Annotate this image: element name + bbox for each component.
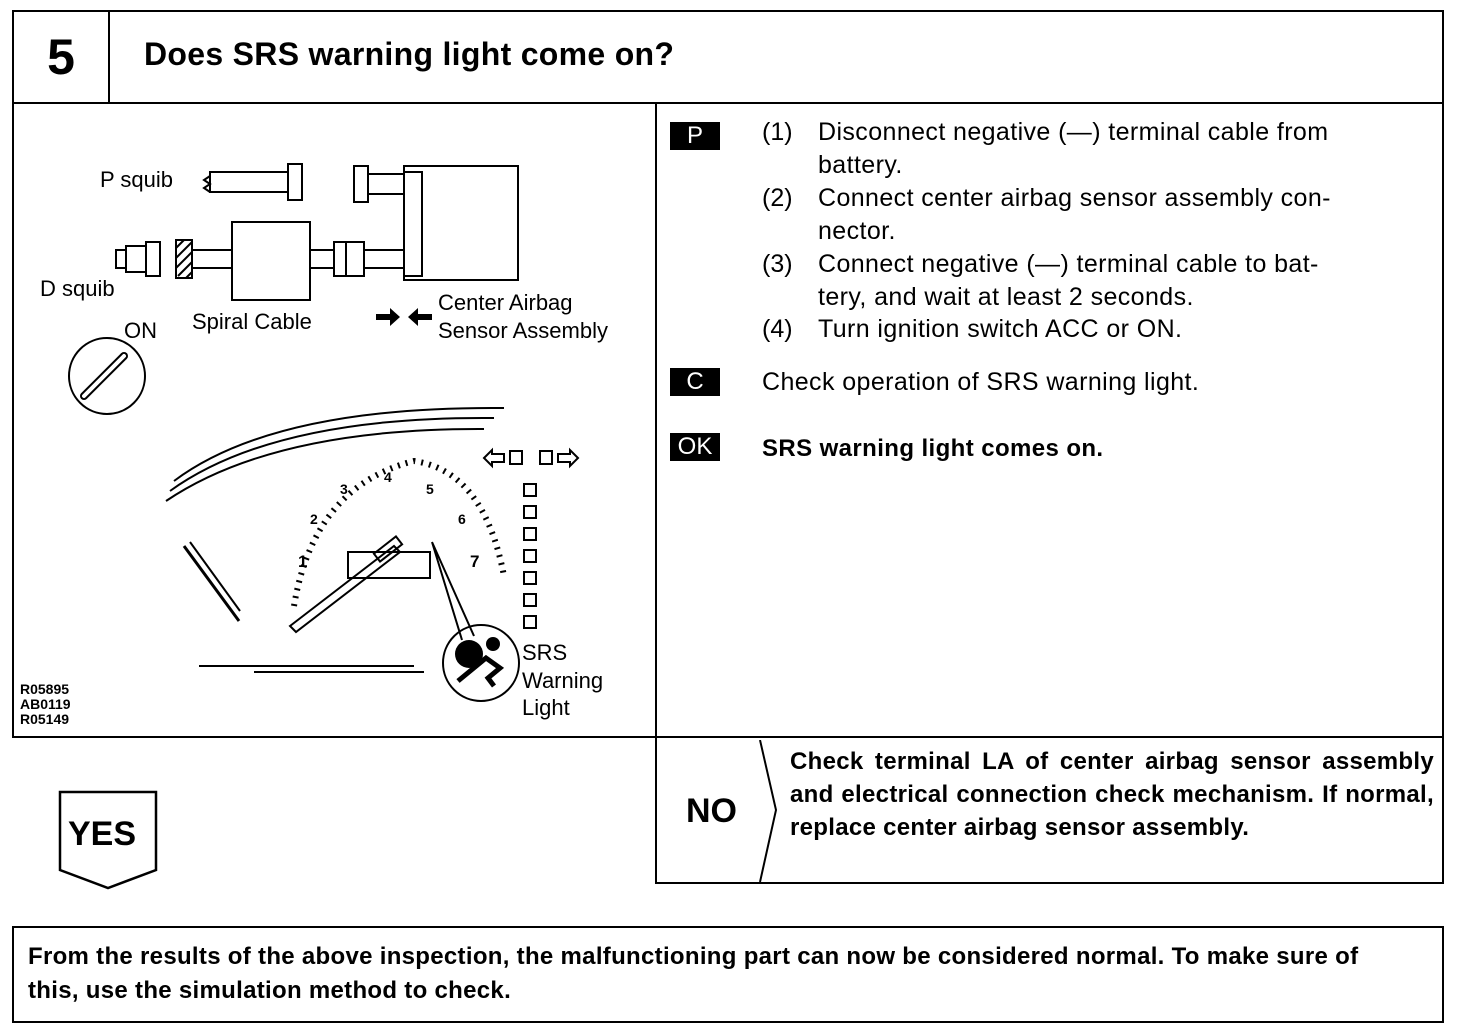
no-branch-chevron — [759, 740, 778, 882]
step-2-line-1: Connect center airbag sensor assembly co… — [818, 184, 1331, 212]
tach-number: 6 — [458, 511, 466, 527]
step-3-line-2: tery, and wait at least 2 seconds. — [818, 283, 1194, 311]
p-squib-label: P squib — [100, 167, 173, 192]
tach-number: 3 — [340, 481, 348, 497]
no-label: NO — [686, 792, 737, 830]
step-content-box — [12, 104, 1444, 738]
no-branch-box — [655, 738, 1444, 884]
yes-arrow-shape — [58, 790, 158, 890]
check-text: Check operation of SRS warning light. — [762, 368, 1200, 396]
d-squib-label: D squib — [40, 276, 115, 301]
spiral-cable-label: Spiral Cable — [192, 309, 312, 334]
column-divider — [655, 104, 657, 882]
step-num-1: (1) — [762, 118, 793, 146]
srs-label-1: SRS — [522, 640, 568, 665]
ok-tag: OK — [670, 433, 720, 461]
figure-code: R05149 — [20, 711, 70, 727]
figure-code: R05895 — [20, 681, 70, 697]
step-3-line-1: Connect negative (—) terminal cable to b… — [818, 250, 1319, 278]
step-num-4: (4) — [762, 315, 793, 343]
tach-number: 4 — [384, 469, 392, 485]
step-title: Does SRS warning light come on? — [144, 36, 675, 72]
step-1-line-1: Disconnect negative (—) terminal cable f… — [818, 118, 1329, 146]
step-4-line-1: Turn ignition switch ACC or ON. — [818, 315, 1183, 343]
step-num-3: (3) — [762, 250, 793, 278]
tach-number: 2 — [310, 511, 318, 527]
srs-label-3: Light — [522, 695, 570, 720]
tach-number: 7 — [470, 552, 480, 571]
p-tag: P — [670, 122, 720, 150]
step-1-line-2: battery. — [818, 151, 903, 179]
step-num-2: (2) — [762, 184, 793, 212]
tach-number: 1 — [298, 552, 308, 571]
yes-label: YES — [68, 815, 137, 853]
tach-number: 5 — [426, 481, 434, 497]
center-airbag-label-2: Sensor Assembly — [438, 318, 608, 343]
ignition-on-label: ON — [124, 318, 157, 343]
figure-code: AB0119 — [20, 696, 71, 712]
srs-label-2: Warning — [522, 668, 604, 693]
footer-note-box — [12, 926, 1444, 1023]
c-tag: C — [670, 368, 720, 396]
no-branch-text: Check terminal LA of center airbag senso… — [790, 748, 1434, 841]
ok-text: SRS warning light comes on. — [762, 435, 1104, 462]
step-header: 5 Does SRS warning light come on? — [12, 10, 1444, 104]
footer-note-text: From the results of the above inspection… — [28, 943, 1359, 1004]
step-number: 5 — [14, 12, 110, 102]
connection-diagram — [68, 163, 580, 702]
step-2-line-2: nector. — [818, 217, 896, 245]
center-airbag-label-1: Center Airbag — [438, 290, 573, 315]
